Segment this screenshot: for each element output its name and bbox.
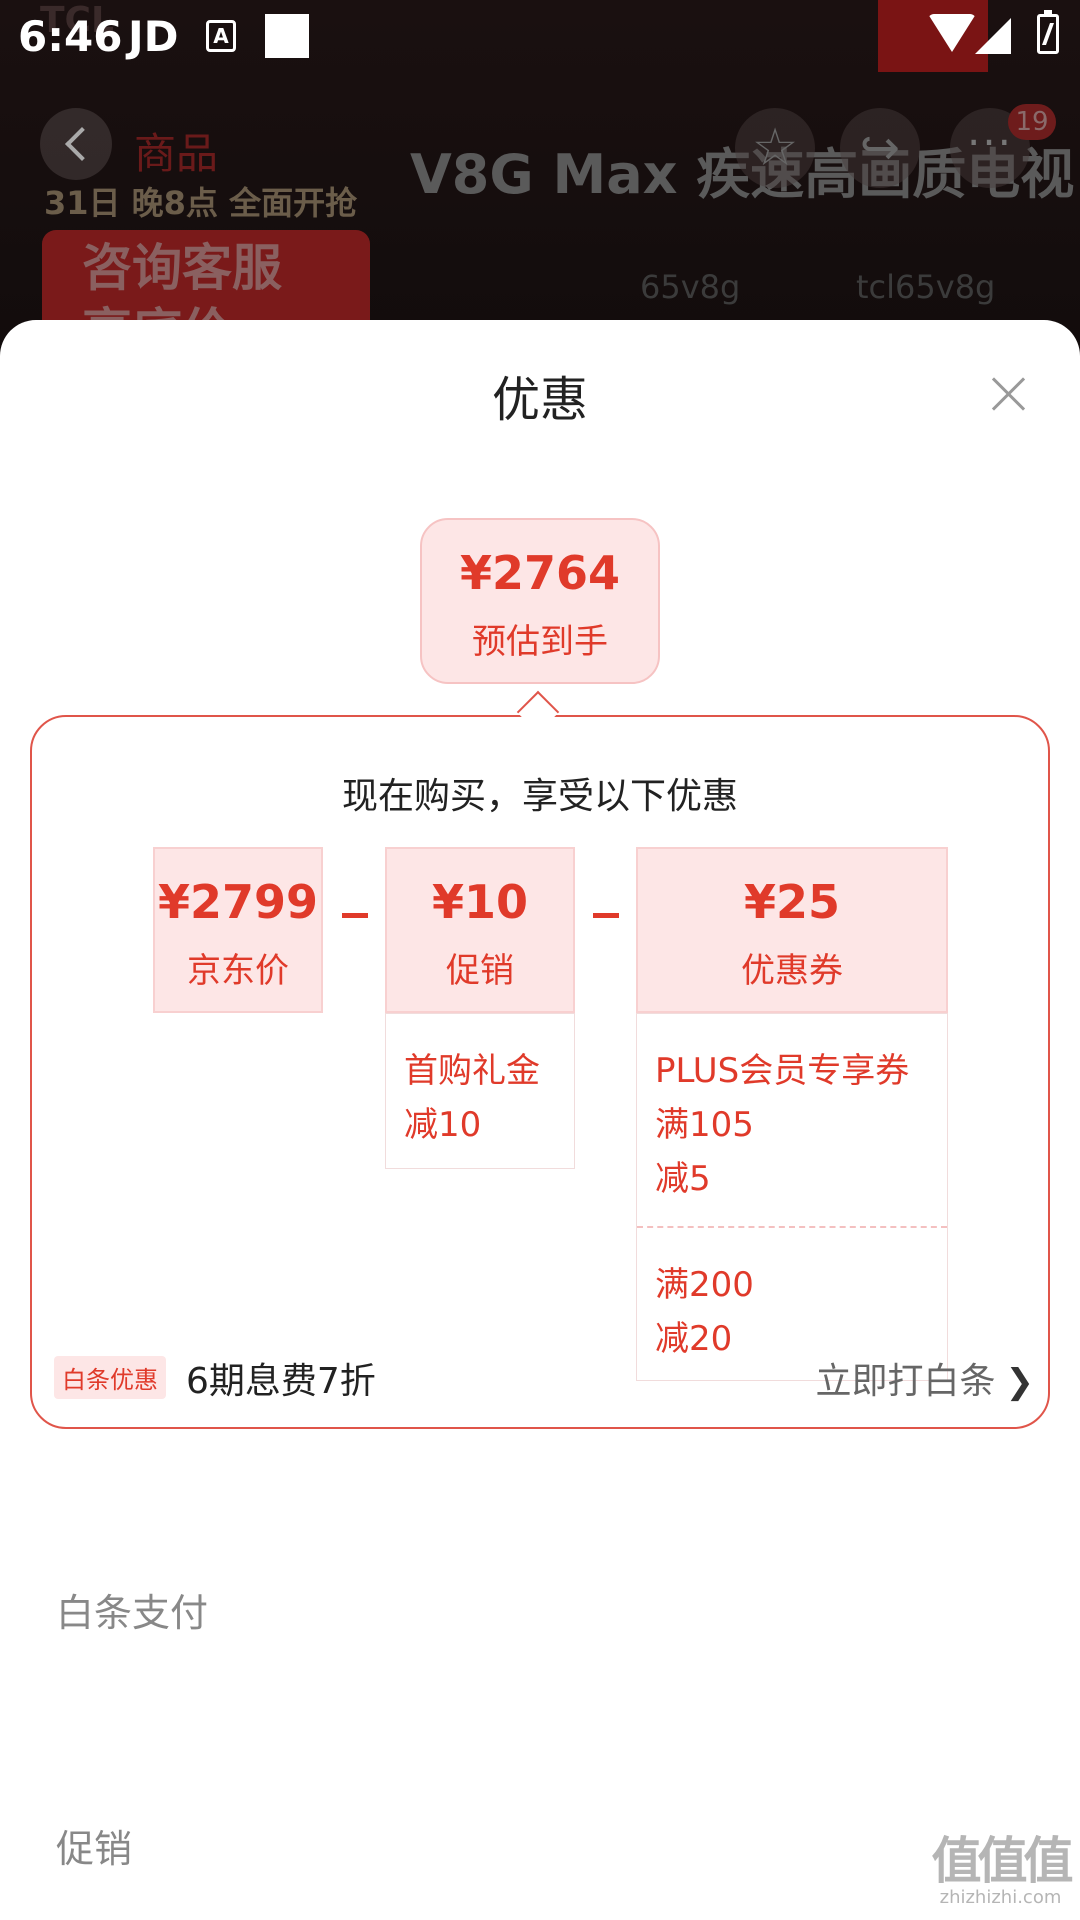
chevron-right-icon: ❯ <box>1005 1362 1035 1402</box>
baitiao-action-label: 立即打白条 <box>815 1361 996 1402</box>
back-button[interactable] <box>40 108 112 180</box>
watermark-url: zhizhizhi.com <box>939 1887 1062 1908</box>
discount-breakdown: 现在购买，享受以下优惠 ¥2799 京东价 ¥10 促销 ¥25 优惠券 首购礼… <box>30 715 1050 1429</box>
detail-line: PLUS会员专享券 <box>655 1051 910 1091</box>
sheet-title: 优惠 <box>491 372 588 428</box>
card-price: ¥25 <box>743 875 841 929</box>
detail-line: 首购礼金 <box>404 1051 540 1091</box>
notification-square-icon <box>265 14 309 58</box>
watermark-logo: 值值值 <box>931 1832 1074 1890</box>
promotion-card: ¥10 促销 <box>385 847 575 1013</box>
baitiao-tag: 白条优惠 <box>54 1356 166 1399</box>
promotion-detail-item: 首购礼金 减10 <box>386 1014 574 1174</box>
close-icon[interactable] <box>985 370 1033 418</box>
brand-banner-text: TCL <box>40 0 114 41</box>
card-price: ¥2799 <box>157 875 319 929</box>
discount-bottom-sheet: 优惠 ¥2764 预估到手 现在购买，享受以下优惠 ¥2799 京东价 ¥10 … <box>0 320 1080 1920</box>
coupon-detail-list: PLUS会员专享券 满105 减5 满200 减20 <box>636 1013 948 1381</box>
promotion-section-title: 促销 <box>56 1827 133 1871</box>
card-label: 京东价 <box>187 951 289 991</box>
battery-charging-icon <box>1037 10 1059 54</box>
search-chip[interactable]: tcl65v8g <box>856 268 996 306</box>
baitiao-offer-text: 6期息费7折 <box>186 1361 376 1402</box>
estimated-price: ¥2764 <box>459 546 621 600</box>
coupon-detail-item: PLUS会员专享券 满105 减5 <box>637 1014 947 1226</box>
notification-a-icon: A <box>206 20 236 52</box>
detail-line: 减20 <box>655 1319 733 1359</box>
status-time: 6:46 <box>18 12 123 61</box>
product-headline: V8G Max 疾速高画质电视 <box>410 143 1075 206</box>
jd-price-card: ¥2799 京东价 <box>153 847 323 1013</box>
detail-line: 满200 <box>655 1265 754 1305</box>
coupon-detail-item: 满200 减20 <box>637 1228 947 1388</box>
baitiao-row[interactable]: 白条优惠 6期息费7折 立即打白条❯ <box>54 1348 1034 1408</box>
signal-icon <box>975 18 1011 54</box>
promotion-detail-list: 首购礼金 减10 <box>385 1013 575 1169</box>
card-label: 促销 <box>446 951 514 991</box>
estimated-price-label: 预估到手 <box>472 622 608 662</box>
share-icon[interactable]: ↪ <box>840 108 920 188</box>
detail-line: 减5 <box>655 1159 711 1199</box>
status-bar: 6:46 JD A <box>0 0 1080 72</box>
site-watermark: 值值值 zhizhizhi.com <box>928 1832 1074 1913</box>
card-price: ¥10 <box>431 875 529 929</box>
dashed-divider <box>637 1226 947 1228</box>
background-product-page: TCL 6:46 JD A 商品 V8G Max 疾速高画质电视 31日 晚8点… <box>0 0 1080 360</box>
search-chip[interactable]: 65v8g <box>640 268 741 306</box>
message-count-badge: 19 <box>1008 104 1056 140</box>
tab-product[interactable]: 商品 <box>134 129 219 178</box>
status-app-label: JD <box>128 12 179 61</box>
card-label: 优惠券 <box>741 951 843 991</box>
minus-icon <box>342 913 368 918</box>
estimated-price-bubble: ¥2764 预估到手 <box>420 518 660 684</box>
date-promo-text: 31日 晚8点 全面开抢 <box>44 184 358 222</box>
detail-line: 满105 <box>655 1105 754 1145</box>
minus-icon <box>593 913 619 918</box>
baitiao-action-link[interactable]: 立即打白条❯ <box>815 1352 1034 1404</box>
detail-line: 减10 <box>404 1105 482 1145</box>
coupon-card: ¥25 优惠券 <box>636 847 948 1013</box>
wifi-icon <box>928 14 976 52</box>
breakdown-heading: 现在购买，享受以下优惠 <box>341 776 738 817</box>
baitiao-section-title: 白条支付 <box>56 1591 209 1635</box>
favorite-star-icon[interactable]: ☆ <box>735 108 815 188</box>
